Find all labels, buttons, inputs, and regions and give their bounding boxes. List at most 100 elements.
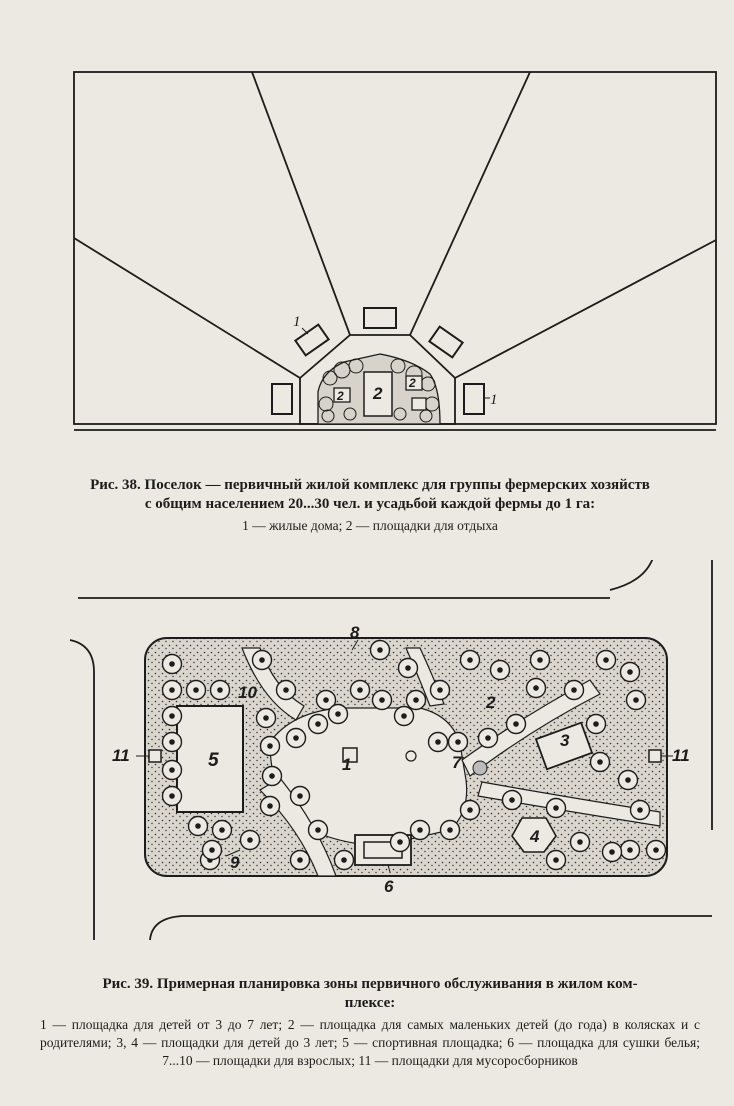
- tree-trunk: [283, 687, 289, 693]
- tree-trunk: [379, 697, 385, 703]
- tree-trunk: [633, 697, 639, 703]
- tree-trunk: [247, 837, 253, 843]
- label-3: 3: [560, 731, 570, 750]
- figure-39-title-line1: Рис. 39. Примерная планировка зоны перви…: [102, 976, 638, 992]
- figure-39-title-line2: плексе:: [344, 995, 396, 1011]
- label-11-left: 11: [112, 746, 130, 765]
- label-houses-right: 1: [490, 392, 498, 408]
- tree-trunk: [169, 767, 175, 773]
- plot-line: [73, 237, 301, 379]
- tree-trunk: [513, 721, 519, 727]
- play-marker: [472, 760, 488, 776]
- plot-line: [409, 71, 531, 336]
- tree-trunk: [219, 827, 225, 833]
- walkway: [477, 781, 661, 827]
- tree-trunk: [603, 657, 609, 663]
- tree-trunk: [571, 687, 577, 693]
- tree-trunk: [263, 715, 269, 721]
- tree-trunk: [269, 773, 275, 779]
- roads: [69, 560, 713, 941]
- tree-trunk: [653, 847, 659, 853]
- label-rest-area-small: 2: [408, 376, 416, 390]
- tree-trunk: [625, 777, 631, 783]
- label-houses-left: 1: [293, 314, 301, 330]
- label-7: 7: [452, 753, 463, 772]
- central-square: [299, 334, 456, 425]
- toddler-ground-4: [511, 817, 557, 853]
- label-2: 2: [485, 693, 496, 712]
- figure-38-title-line1: Рис. 38. Поселок — первичный жилой компл…: [90, 477, 650, 493]
- label-11-right: 11: [672, 746, 690, 765]
- tree-trunk: [195, 823, 201, 829]
- figure-38-legend: 1 — жилые дома; 2 — площадки для отдыха: [242, 518, 498, 533]
- tree-trunk: [297, 793, 303, 799]
- sandbox: [342, 747, 358, 763]
- rest-area-garden: [317, 353, 441, 425]
- label-leaders: [136, 639, 673, 873]
- toddler-ground-3: [534, 721, 594, 771]
- figure-38-title-line2: с общим населением 20...30 чел. и усадьб…: [144, 496, 596, 512]
- settlement-plan-figure-38: 1 1 2 2 2: [73, 71, 717, 431]
- figure-38-caption: Рис. 38. Поселок — первичный жилой компл…: [40, 476, 700, 514]
- label-4: 4: [529, 827, 540, 846]
- tree-trunk: [169, 713, 175, 719]
- tree-trunk: [341, 857, 347, 863]
- tree-trunk: [335, 711, 341, 717]
- tree-trunk: [467, 807, 473, 813]
- figure-39-caption: Рис. 39. Примерная планировка зоны перви…: [40, 975, 700, 1013]
- tree-trunk: [377, 647, 383, 653]
- road-bottom: [149, 915, 712, 941]
- tree-trunk: [323, 697, 329, 703]
- road-top-curve: [609, 560, 653, 591]
- play-marker: [405, 750, 417, 762]
- tree-trunk: [627, 847, 633, 853]
- label-6: 6: [384, 877, 394, 896]
- tree-trunk: [533, 685, 539, 691]
- walkway: [461, 679, 601, 777]
- tree-trunk: [169, 661, 175, 667]
- tree-trunk: [293, 735, 299, 741]
- label-8: 8: [350, 623, 360, 642]
- tree-trunk: [315, 827, 321, 833]
- plot-line: [454, 239, 717, 379]
- label-rest-area-main: 2: [372, 384, 383, 403]
- tree-trunk: [267, 743, 273, 749]
- tree-trunk: [397, 839, 403, 845]
- label-1: 1: [342, 755, 351, 774]
- plot-line: [251, 71, 351, 336]
- tree-trunk: [637, 807, 643, 813]
- tree-trunk: [485, 735, 491, 741]
- tree-trunk: [169, 739, 175, 745]
- tree-trunk: [169, 793, 175, 799]
- tree-trunk: [609, 849, 615, 855]
- tree-trunk: [217, 687, 223, 693]
- house: [427, 325, 465, 359]
- tree-trunk: [357, 687, 363, 693]
- road-left: [69, 639, 95, 940]
- house: [463, 383, 485, 415]
- tree-trunk: [597, 759, 603, 765]
- tree-trunk: [455, 739, 461, 745]
- tree-trunk: [315, 721, 321, 727]
- tree-trunk: [413, 697, 419, 703]
- service-zone-plan-figure-39: 1 2 3 4 5 6 7 8 9 10 11 11: [69, 560, 713, 941]
- tree-trunk: [209, 847, 215, 853]
- house-label-marks: [301, 327, 490, 399]
- tree-trunk: [509, 797, 515, 803]
- label-9: 9: [230, 853, 240, 872]
- tree-trunk: [193, 687, 199, 693]
- tree-trunk: [405, 665, 411, 671]
- tree-trunk: [627, 669, 633, 675]
- tree-trunk: [437, 687, 443, 693]
- tree-trunk: [435, 739, 441, 745]
- tree-trunk: [467, 657, 473, 663]
- trash-site-right: [648, 749, 662, 763]
- trees: [161, 639, 667, 871]
- house: [271, 383, 293, 415]
- tree-trunk: [593, 721, 599, 727]
- tree-trunk: [497, 667, 503, 673]
- tree-trunk: [267, 803, 273, 809]
- tree-trunk: [447, 827, 453, 833]
- tree-trunk: [169, 687, 175, 693]
- tree-trunk: [537, 657, 543, 663]
